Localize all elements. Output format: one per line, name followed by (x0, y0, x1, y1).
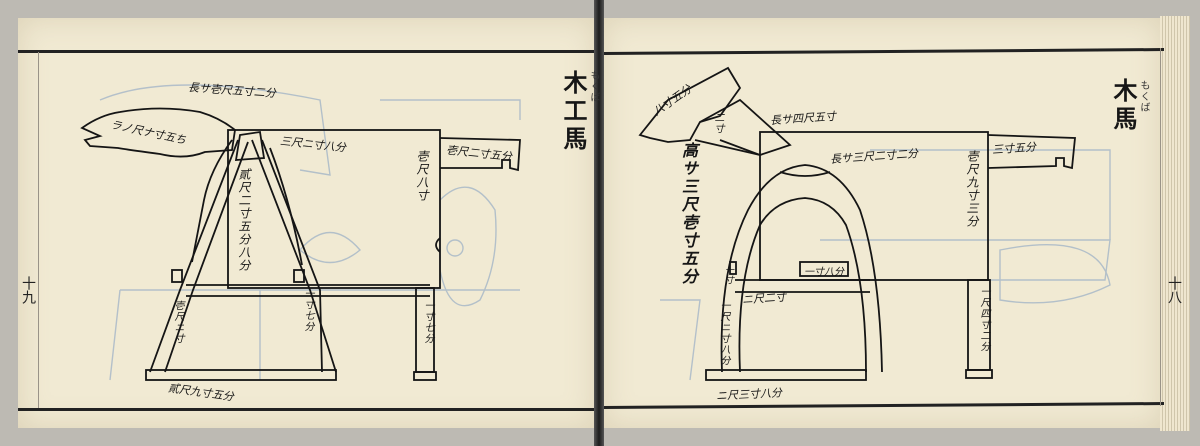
left-left-post-label: 壱尺ニ寸 (172, 300, 183, 344)
left-right-post-label: 一寸七分 (422, 300, 433, 344)
right-left-post-label: 一尺ニ寸八分 (718, 300, 729, 366)
right-right-post-label: 一尺四寸二分 (978, 286, 989, 352)
right-page-title-ruby: もくば (1138, 80, 1149, 113)
right-folio: 十八 (1166, 276, 1182, 304)
right-head-inner-label: 二寸 (712, 112, 723, 134)
left-page (18, 18, 596, 428)
page-edges (1160, 16, 1190, 431)
left-diagonal-leg-label: 貳尺二寸五分八分 (237, 168, 251, 272)
left-top-rule (18, 50, 594, 53)
right-inner-small-label: 一寸 (723, 265, 733, 285)
left-page-title-ruby: もくば (588, 70, 599, 103)
right-mid-plank-label: 一寸八分 (804, 267, 844, 278)
left-page-title: 木工馬 (559, 70, 588, 154)
right-tail-label: 三寸五分 (991, 140, 1037, 157)
left-folio: 十九 (20, 276, 36, 304)
right-height-label: 高サ三尺壱寸五分 (679, 142, 698, 286)
left-inner-post-label: 一寸七分 (302, 288, 313, 332)
left-margin-line (38, 52, 39, 408)
right-margin-line (1160, 48, 1161, 406)
left-bottom-rule (18, 408, 594, 411)
right-cross-bar-label: ニ尺二寸 (741, 290, 787, 307)
right-body-height-label: 壱尺九寸三分 (965, 150, 979, 228)
right-page-title: 木馬 (1109, 78, 1138, 134)
book-spine (594, 0, 604, 446)
left-right-leg-top-label: 壱尺八寸 (415, 150, 429, 202)
